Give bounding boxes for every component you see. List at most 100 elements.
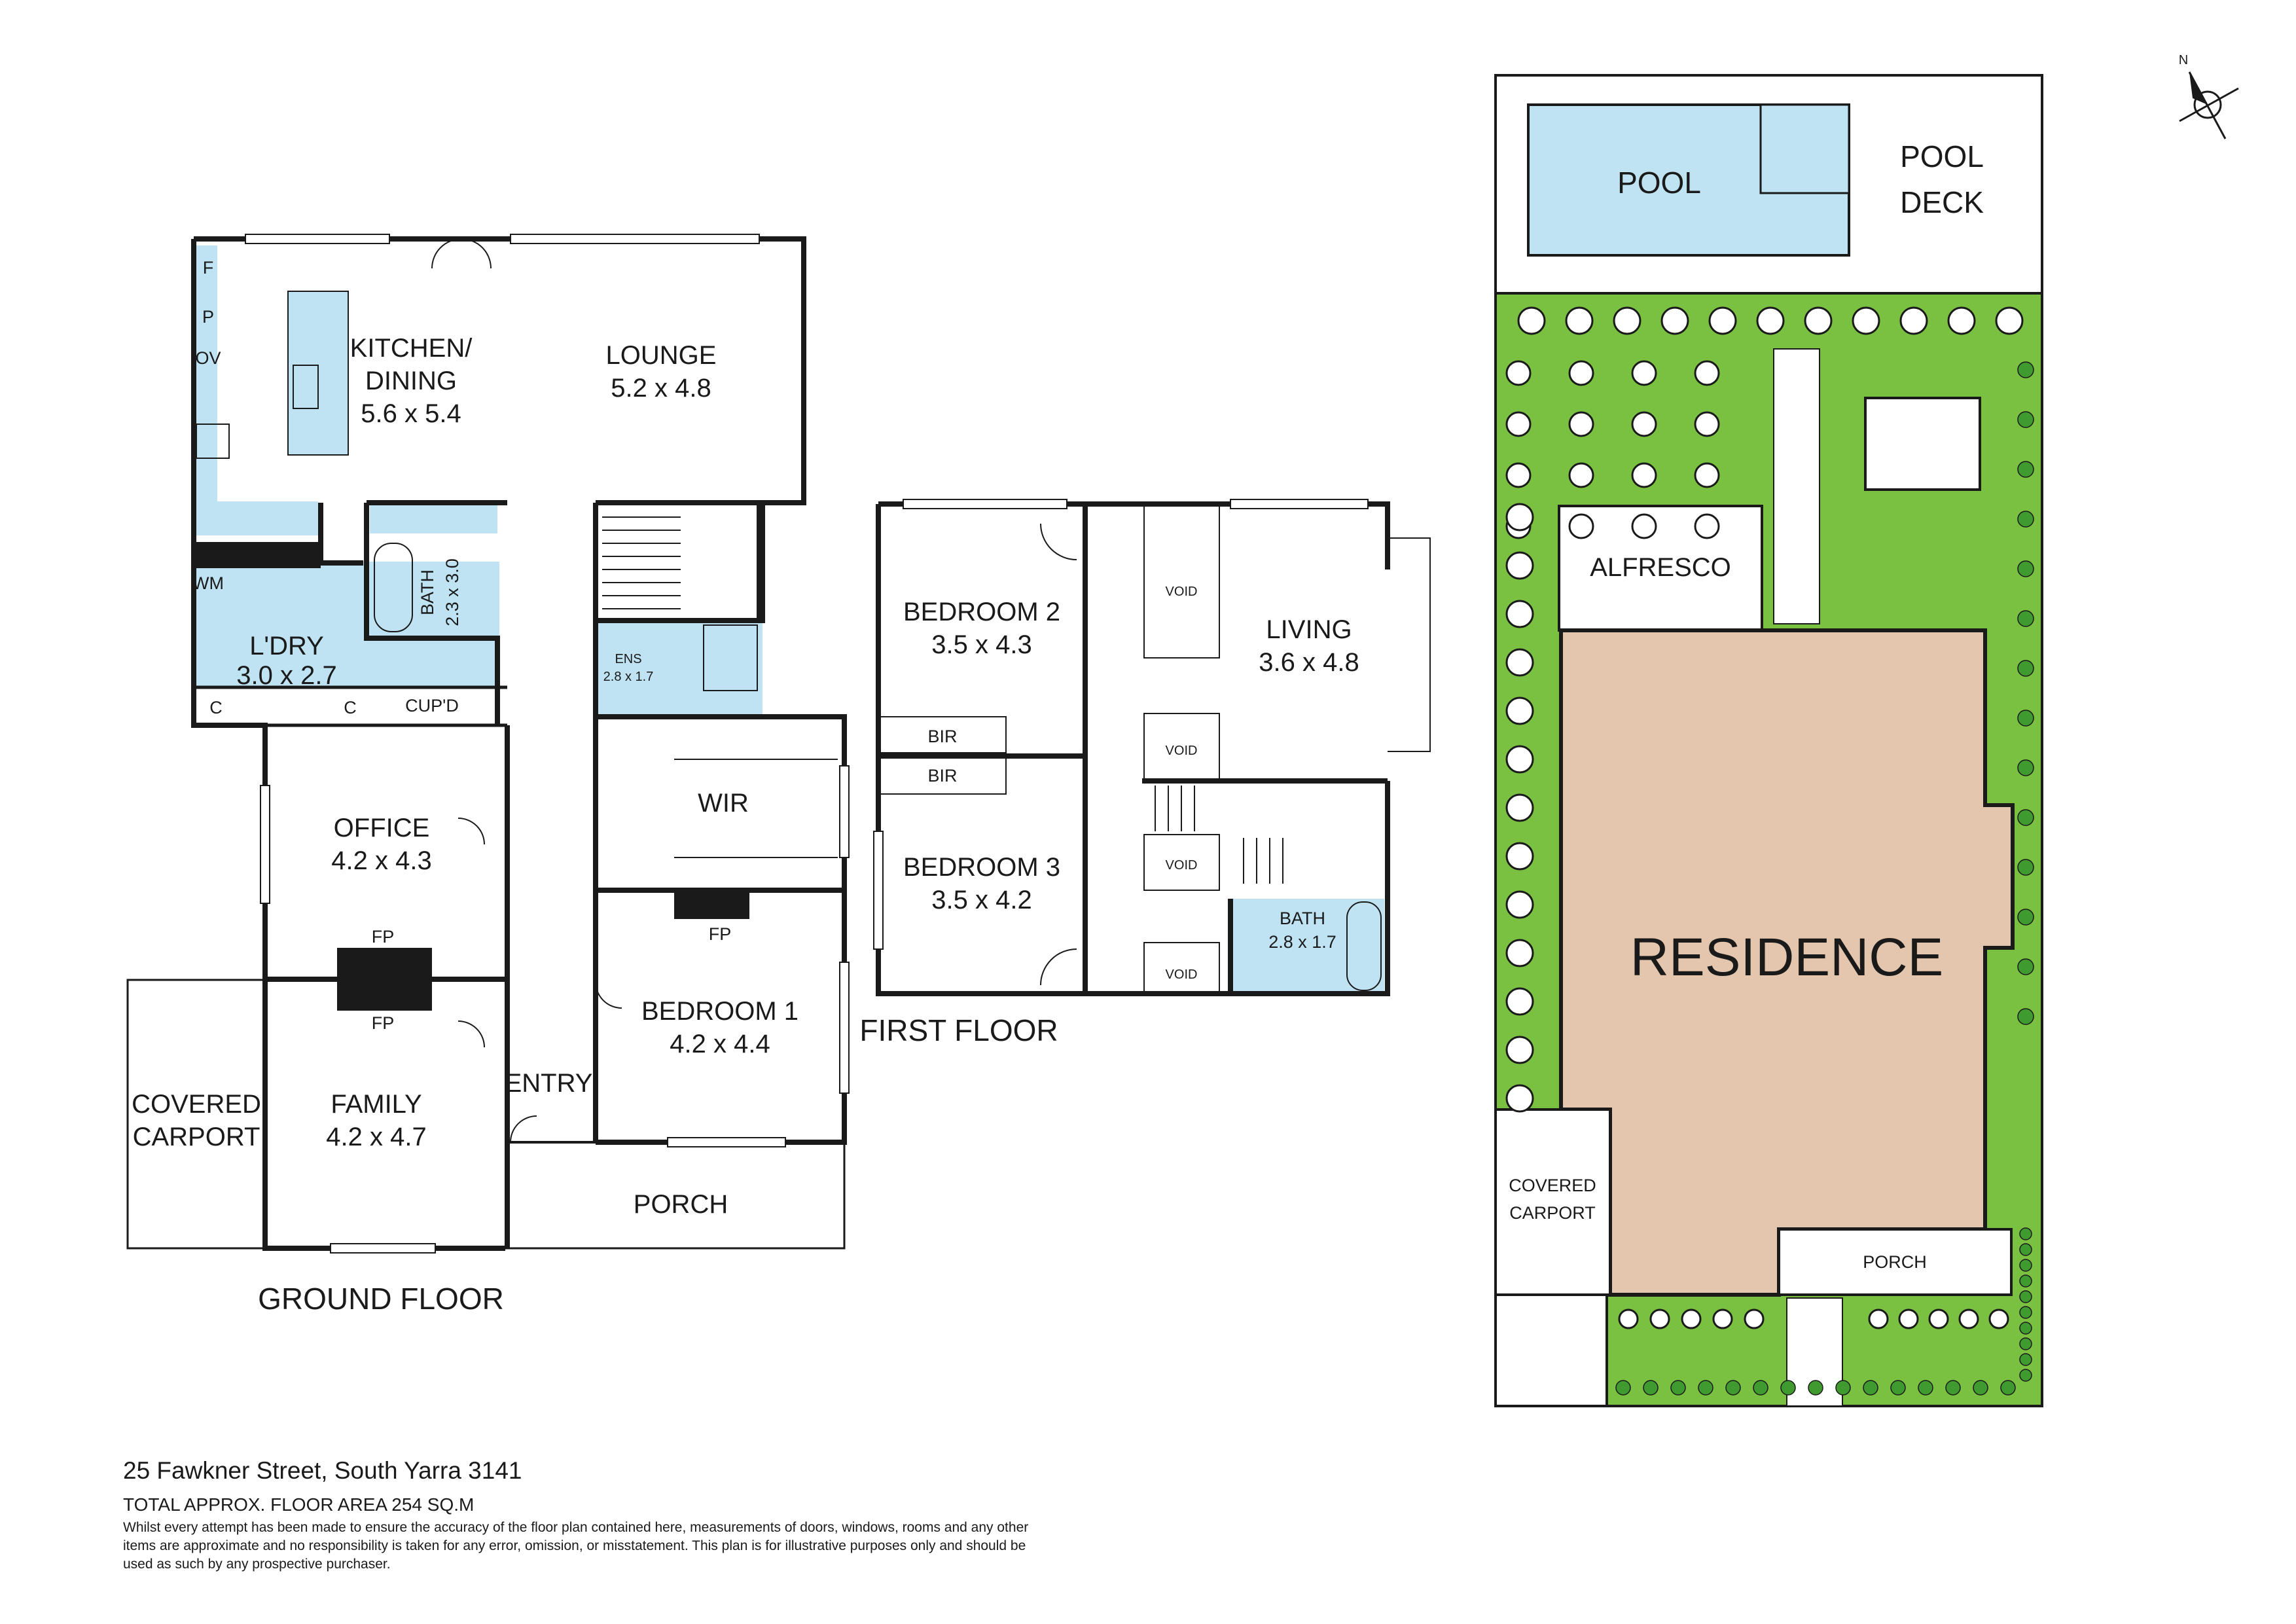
tree [1947,306,1976,335]
tree [1568,513,1594,539]
label-wir: WIR [698,789,749,818]
tree [1631,513,1657,539]
label-lounge: LOUNGE [606,341,717,370]
label-bir: BIR [927,766,957,785]
label-office: OFFICE [334,814,430,842]
shrub [2019,1227,2032,1240]
bath-walls [364,503,500,725]
trees [1505,306,2024,1329]
first-floor-plan: BEDROOM 2 3.5 x 4.3 BIR BIR BEDROOM 3 3.… [859,499,1431,1047]
tree [1505,503,1534,532]
tree [1505,842,1534,871]
laundry-floor [192,562,499,687]
kitchen-divider [318,503,363,566]
tree [1631,411,1657,437]
tree [1694,513,1720,539]
bath-strip [370,501,497,533]
door-swing [1040,948,1077,986]
tree [1613,306,1641,335]
tree [1505,462,1532,488]
label-oven: OV [195,348,221,368]
window [510,234,760,244]
tree [1505,648,1534,677]
shrub [1753,1380,1768,1396]
tree [1517,306,1546,335]
first-bathtub-icon [1346,901,1382,991]
label-site-carport: COVERED [1509,1176,1596,1195]
door-swing [510,1115,537,1143]
bedroom-2-size: 3.5 x 4.3 [931,630,1031,659]
label-residence: RESIDENCE [1630,928,1943,987]
window [260,785,270,904]
bay-window [1388,537,1431,752]
family-size: 4.2 x 4.7 [326,1123,426,1151]
tree [1660,306,1689,335]
ground-floor-plan: F P OV KITCHEN/ DINING 5.6 x 5.4 LOUNGE … [126,234,850,1316]
shrubs [1615,361,2034,1396]
tree [1649,1308,1670,1329]
shrub [1725,1380,1741,1396]
shrub [1670,1380,1686,1396]
label-fridge: F [203,258,214,278]
tree [1568,360,1594,386]
label-bath: BATH [418,569,437,615]
shrub [1863,1380,1878,1396]
shrub [2019,1306,2032,1319]
tree [1568,411,1594,437]
shrub [2017,710,2034,727]
label-void: VOID [1166,967,1198,982]
door-swing [595,981,622,1009]
shrub [2017,660,2034,677]
label-bedroom-1: BEDROOM 1 [641,997,798,1026]
door-swing [457,1020,485,1048]
tree [1505,600,1534,628]
void-box [1143,503,1220,659]
bir-box [878,757,1007,795]
window [839,765,850,858]
label-cupboard: C [209,698,223,717]
shrub [2017,759,2034,776]
tree [1804,306,1833,335]
shrub [2017,511,2034,528]
label-entry: ENTRY [505,1069,593,1098]
shrub [2017,461,2034,478]
label-void: VOID [1166,858,1198,873]
first-bath-floor [1230,899,1384,996]
label-kitchen: KITCHEN/ [350,334,473,363]
shrub [2017,560,2034,577]
tree [1505,890,1534,919]
tree [1631,462,1657,488]
window [903,499,1067,509]
shrub [2019,1353,2032,1366]
tree [1694,411,1720,437]
door-swing [457,818,485,845]
sink-icon [293,365,319,409]
label-pool-deck: POOL [1900,139,1984,173]
disclaimer: Whilst every attempt has been made to en… [123,1520,1029,1572]
tree [1505,793,1534,822]
label-washing-machine: WM [192,573,224,593]
door-swing [1040,523,1077,560]
shrub [1945,1380,1961,1396]
label-bir: BIR [927,727,957,746]
bedroom-1-size: 4.2 x 4.4 [670,1030,770,1058]
shrub [2017,809,2034,826]
window [1230,499,1369,509]
ensuite-floor [596,621,762,719]
first-floor-title: FIRST FLOOR [859,1013,1058,1047]
property-address: 25 Fawkner Street, South Yarra 3141 [123,1457,522,1484]
void-box [1143,834,1220,891]
tree [1756,306,1785,335]
tree [1505,411,1532,437]
shed [1864,397,1981,491]
laundry-size: 3.0 x 2.7 [236,661,336,690]
porch-outline [505,1142,846,1250]
carport-outline [126,979,265,1250]
french-door-swing [431,238,492,269]
label-void: VOID [1166,585,1198,599]
north-arrow-icon: N [2179,53,2239,139]
label-ensuite: ENS [615,652,641,666]
shrub [1918,1380,1933,1396]
label-void: VOID [1166,744,1198,758]
